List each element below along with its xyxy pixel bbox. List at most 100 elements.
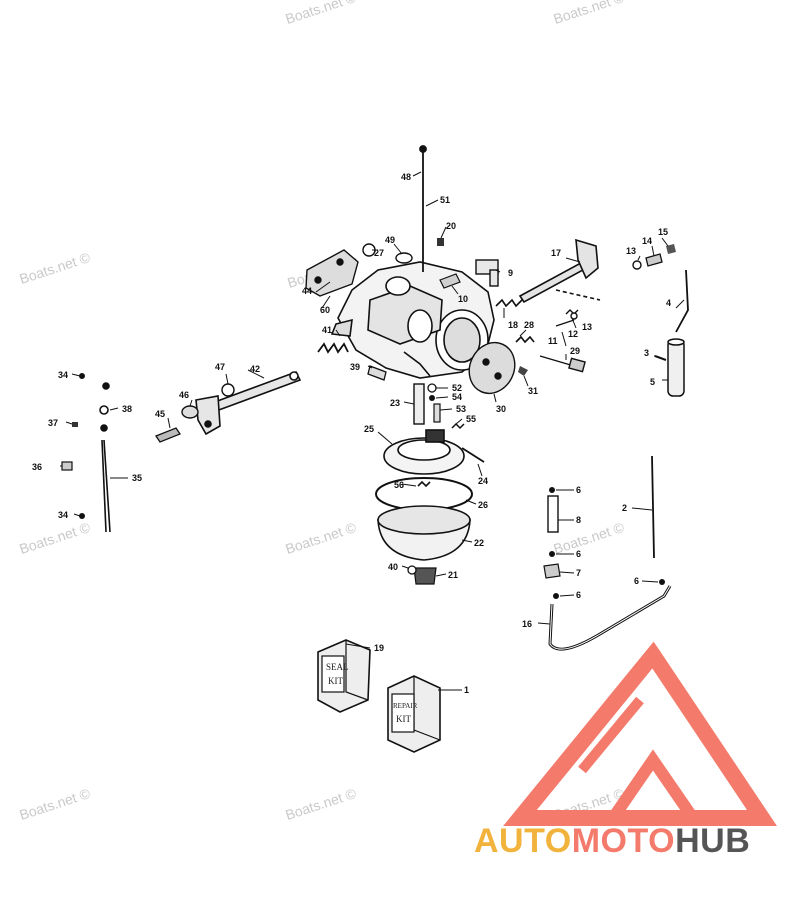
part-label: 46 [179, 390, 189, 400]
part-label: 13 [582, 322, 592, 332]
repair-kit-1: REPAIR KIT [387, 675, 441, 753]
part-label: 26 [478, 500, 488, 510]
part-label: 21 [448, 570, 458, 580]
washer-40 [407, 565, 417, 575]
part-label: 28 [524, 320, 534, 330]
part-label: 48 [401, 172, 411, 182]
washer-13 [632, 260, 642, 270]
part-label: 1 [464, 685, 469, 695]
part-label: 19 [374, 643, 384, 653]
clip-39 [367, 365, 387, 381]
part-label: 39 [350, 362, 360, 372]
seal-kit-text: KIT [328, 676, 343, 686]
gasket-plate-30 [468, 341, 516, 395]
part-label: 53 [456, 404, 466, 414]
part-label: 15 [658, 227, 668, 237]
pin-24 [461, 447, 485, 463]
hose-8 [547, 495, 559, 533]
part-label: 54 [452, 392, 462, 402]
part-label: 5 [650, 377, 655, 387]
part-label: 20 [446, 221, 456, 231]
part-label: 41 [322, 325, 332, 335]
clip-36 [61, 461, 73, 471]
needle-29 [539, 355, 586, 373]
needle-53 [433, 403, 441, 423]
part-label: 24 [478, 476, 488, 486]
part-label: 40 [388, 562, 398, 572]
part-label: 42 [250, 364, 260, 374]
screw-45 [155, 427, 181, 443]
part-label: 7 [576, 568, 581, 578]
part-label: 37 [48, 418, 58, 428]
part-label: 6 [576, 590, 581, 600]
part-label: 35 [132, 473, 142, 483]
pin-3 [654, 355, 667, 361]
leader-lines [60, 171, 685, 691]
spring-56 [417, 480, 431, 488]
spring-55 [451, 422, 465, 430]
washer-52 [427, 383, 437, 393]
brand-wordmark: AUTOMOTOHUB [474, 822, 794, 862]
cover-plate-60 [305, 249, 359, 297]
seat-54 [429, 395, 435, 401]
part-label: 18 [508, 320, 518, 330]
part-label: 31 [528, 386, 538, 396]
part-label: 49 [385, 235, 395, 245]
part-label: 10 [458, 294, 468, 304]
part-label: 16 [522, 619, 532, 629]
part-label: 34 [58, 510, 68, 520]
link-rod-35 [99, 382, 111, 533]
spring-28 [515, 335, 535, 344]
part-label: 6 [634, 576, 639, 586]
carburetor-body [330, 261, 495, 379]
repair-kit-text: KIT [396, 714, 411, 724]
drain-plug-21 [413, 567, 437, 585]
part-label: 38 [122, 404, 132, 414]
screws-11-12-13 [555, 309, 579, 327]
part-label: 51 [440, 195, 450, 205]
part-label: 6 [576, 485, 581, 495]
part-label: 29 [570, 346, 580, 356]
clamp-6c [553, 593, 559, 599]
pin-34b [79, 513, 85, 519]
fitting-9 [475, 259, 499, 287]
fitting-46 [181, 405, 199, 419]
choke-rod [419, 145, 427, 272]
part-label: 13 [626, 246, 636, 256]
plug-49 [395, 252, 413, 264]
jet-31 [518, 366, 528, 376]
seal-kit-19: SEAL KIT [317, 639, 371, 713]
part-label: 22 [474, 538, 484, 548]
link-rod-4 [675, 269, 689, 333]
part-label: 6 [576, 549, 581, 559]
pin-34 [79, 373, 85, 379]
part-labels: 48 51 20 49 27 44 60 9 10 18 28 11 12 13… [32, 172, 671, 695]
part-label: 2 [622, 503, 627, 513]
part-label: 11 [548, 336, 558, 346]
brand-part: AUTO [474, 822, 572, 860]
brand-part: HUB [675, 822, 751, 860]
screw-20 [437, 238, 444, 246]
clamp-6d [659, 579, 665, 585]
brand-part: MOTO [571, 822, 676, 860]
throttle-shaft-17 [518, 238, 601, 304]
part-label: 45 [155, 409, 165, 419]
screw-15 [666, 244, 676, 254]
part-label: 9 [508, 268, 513, 278]
clamp-6a [549, 487, 555, 493]
repair-kit-text: REPAIR [393, 702, 418, 710]
throttle-lever-42 [195, 371, 302, 436]
part-label: 4 [666, 298, 671, 308]
part-label: 12 [568, 329, 578, 339]
clamp-6b [549, 551, 555, 557]
screw-37 [72, 422, 78, 427]
plunger-5 [667, 338, 685, 397]
part-label: 34 [58, 370, 68, 380]
part-label: 23 [390, 398, 400, 408]
part-label: 27 [374, 248, 384, 258]
float-bowl-22 [377, 505, 471, 561]
brand-logo-mark [503, 641, 777, 826]
part-label: 56 [394, 480, 404, 490]
